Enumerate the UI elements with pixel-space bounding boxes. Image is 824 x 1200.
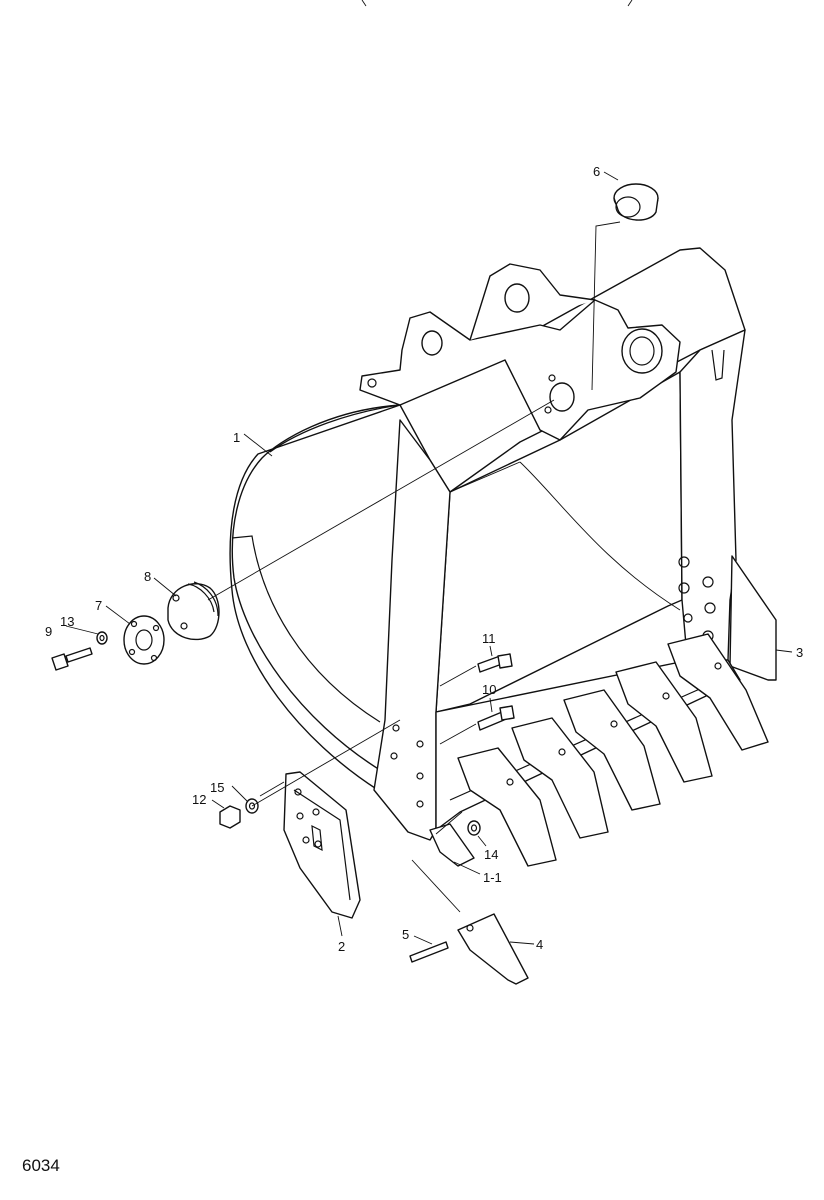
callout-13: 13	[60, 614, 74, 629]
side-cutter-part-2	[283, 771, 361, 919]
bolt-part-11	[477, 653, 513, 673]
callout-5: 5	[402, 927, 409, 942]
side-cutter-right	[729, 555, 777, 681]
callout-labels: 1 1-1 2 3 4 5 6 7 8 9 10 11 12 13 14 15	[45, 164, 803, 954]
callout-15: 15	[210, 780, 224, 795]
washer-part-7	[123, 615, 165, 665]
callout-9: 9	[45, 624, 52, 639]
callout-6: 6	[593, 164, 600, 179]
header-bracket-left	[361, 0, 367, 7]
callout-4: 4	[536, 937, 543, 952]
header-bracket-right	[627, 0, 633, 7]
nut-part-14	[467, 820, 481, 836]
tooth-part-4	[457, 913, 529, 985]
washer-part-13	[96, 631, 108, 645]
spacer-part-8	[167, 581, 220, 641]
nut-part-12	[219, 805, 241, 829]
callout-11: 11	[482, 631, 496, 646]
pin-part-5	[409, 941, 449, 963]
bucket-body	[229, 247, 777, 841]
leader-lines	[65, 171, 793, 945]
bolt-part-9	[51, 647, 93, 671]
bushing-part-6	[613, 183, 659, 221]
callout-12: 12	[192, 792, 206, 807]
callout-1-1: 1-1	[483, 870, 502, 885]
page-code: 6034	[22, 1156, 60, 1175]
bucket-teeth-row	[429, 633, 769, 867]
bolt-part-10	[477, 705, 515, 731]
callout-2: 2	[338, 939, 345, 954]
callout-7: 7	[95, 598, 102, 613]
callout-3: 3	[796, 645, 803, 660]
callout-8: 8	[144, 569, 151, 584]
callout-1: 1	[233, 430, 240, 445]
tooth-1-1	[429, 823, 475, 867]
callout-14: 14	[484, 847, 498, 862]
callout-10: 10	[482, 682, 496, 697]
